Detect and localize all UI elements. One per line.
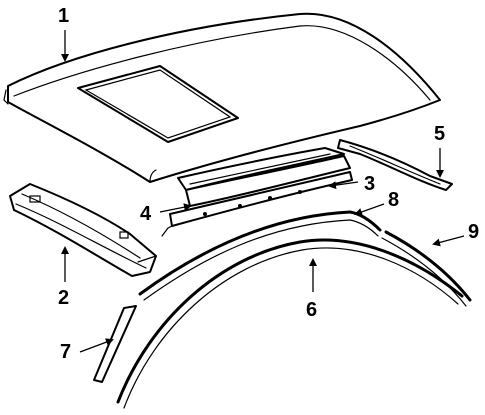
callout-4: 4 (140, 203, 152, 225)
callout-9: 9 (468, 221, 479, 243)
drip-molding (116, 238, 464, 409)
callout-2: 2 (58, 287, 69, 309)
upper-molding (138, 210, 382, 301)
rear-header-frame (161, 147, 353, 237)
side-molding (381, 230, 472, 307)
callout-7: 7 (60, 341, 71, 363)
front-header (9, 183, 157, 277)
callout-6: 6 (306, 299, 317, 321)
callout-3: 3 (364, 173, 375, 195)
callout-5: 5 (434, 123, 445, 145)
side-rail (337, 139, 453, 191)
callout-1: 1 (58, 5, 69, 27)
roof-panel (3, 12, 441, 183)
pillar-molding (93, 305, 137, 383)
callout-8: 8 (388, 189, 399, 211)
